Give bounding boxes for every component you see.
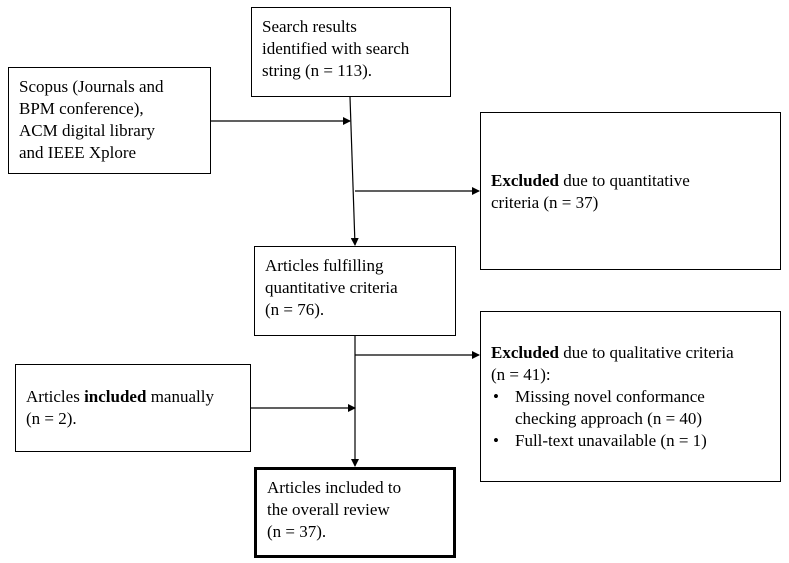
excluded-quantitative-rest: due to quantitative (559, 171, 690, 190)
bullet-1-line-1: Missing novel conformance (515, 387, 705, 406)
included-manually-box: Articles included manually (n = 2). (15, 364, 251, 452)
sources-line-4: and IEEE Xplore (19, 143, 137, 162)
excluded-quantitative-box: Excluded due to quantitative criteria (n… (480, 112, 781, 270)
sources-line-1: Scopus (Journals and (19, 77, 164, 96)
final-line-1: Articles included to (267, 478, 402, 497)
fulfilling-line-3: (n = 76). (265, 300, 325, 319)
bullet-dot: • (493, 431, 499, 450)
sources-line-2: BPM conference), (19, 99, 144, 118)
excluded-qualitative-rest: due to qualitative criteria (559, 343, 734, 362)
sources-box: Scopus (Journals and BPM conference), AC… (8, 67, 211, 174)
arrow-search-to-fulfilling (349, 96, 359, 246)
fulfilling-box: Articles fulfilling quantitative criteri… (254, 246, 456, 336)
search-results-line-1: Search results (262, 17, 357, 36)
bullet-item: • Missing novel conformance checking app… (491, 386, 770, 430)
final-line-3: (n = 37). (267, 522, 327, 541)
excluded-quantitative-line-2: criteria (n = 37) (491, 193, 599, 212)
included-manually-line-2: (n = 2). (26, 409, 77, 428)
sources-line-3: ACM digital library (19, 121, 155, 140)
included-manually-bold: included (84, 387, 147, 406)
bullet-2-line-1: Full-text unavailable (n = 1) (515, 431, 707, 450)
final-review-box: Articles included to the overall review … (254, 467, 456, 558)
included-manually-prefix: Articles (26, 387, 85, 406)
included-manually-line-1: Articles included manually (26, 386, 240, 408)
excluded-qualitative-box: Excluded due to qualitative criteria (n … (480, 311, 781, 482)
bullet-1-line-2: checking approach (n = 40) (515, 409, 703, 428)
fulfilling-line-2: quantitative criteria (265, 278, 398, 297)
fulfilling-line-1: Articles fulfilling (265, 256, 384, 275)
final-line-2: the overall review (267, 500, 390, 519)
bullet-dot: • (493, 387, 499, 406)
excluded-qualitative-line-2: (n = 41): (491, 365, 551, 384)
search-results-line-3: string (n = 113). (262, 61, 373, 80)
excluded-qualitative-line-1: Excluded due to qualitative criteria (491, 342, 770, 364)
included-manually-suffix: manually (146, 387, 214, 406)
search-results-box: Search results identified with search st… (251, 7, 451, 97)
bullet-item: • Full-text unavailable (n = 1) (491, 430, 770, 452)
excluded-quantitative-line-1: Excluded due to quantitative (491, 170, 770, 192)
excluded-quantitative-bold: Excluded (491, 171, 560, 190)
search-results-line-2: identified with search (262, 39, 410, 58)
excluded-qualitative-bold: Excluded (491, 343, 560, 362)
excluded-qualitative-bullets: • Missing novel conformance checking app… (491, 386, 770, 452)
